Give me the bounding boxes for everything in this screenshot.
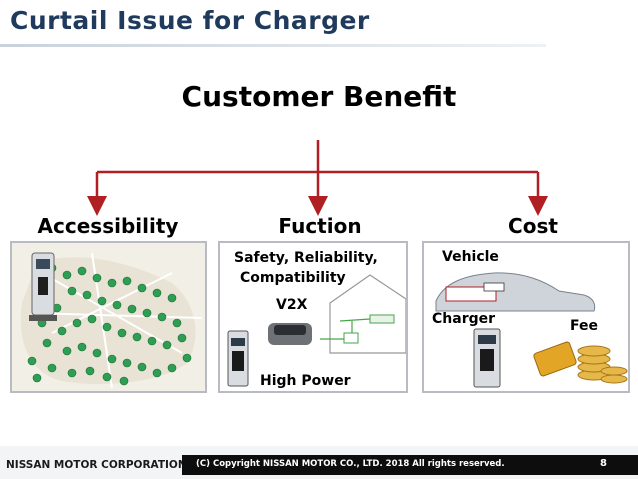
charger-label: Charger: [432, 311, 495, 327]
footer-copyright: (C) Copyright NISSAN MOTOR CO., LTD. 201…: [196, 459, 505, 469]
electric-car-icon: [436, 273, 595, 311]
function-line-1: Safety, Reliability,: [234, 250, 378, 266]
charger-station-icon: [29, 253, 57, 321]
footer-company: NISSAN MOTOR CORPORATION: [6, 459, 187, 471]
label-accessibility: Accessibility: [28, 214, 188, 238]
fee-label: Fee: [570, 318, 598, 334]
page-number: 8: [600, 458, 607, 469]
electric-car-icon: [268, 323, 312, 345]
charger-map: [12, 243, 205, 391]
cost-panel: Vehicle Charger Fee: [422, 241, 630, 393]
function-panel: Safety, Reliability, Compatibility V2X H…: [218, 241, 408, 393]
accessibility-panel: [10, 241, 207, 393]
card-icon: [533, 341, 577, 377]
coins-icon: [578, 346, 627, 383]
label-cost: Cost: [478, 214, 588, 238]
function-line-2: Compatibility: [240, 270, 346, 286]
charger-station-icon: [228, 331, 248, 386]
charger-station-icon: [474, 329, 500, 387]
high-power-label: High Power: [260, 373, 351, 389]
house-icon: [320, 275, 406, 353]
v2x-label: V2X: [276, 297, 307, 313]
label-function: Fuction: [250, 214, 390, 238]
vehicle-label: Vehicle: [442, 249, 499, 265]
